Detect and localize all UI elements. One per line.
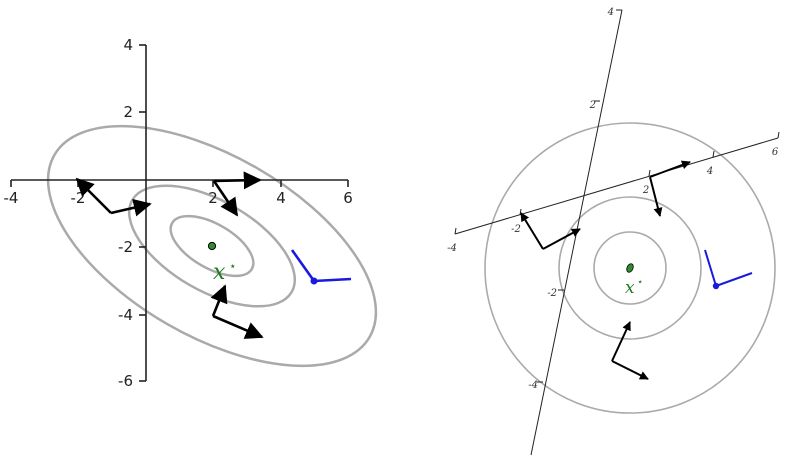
left-y-tick-labels: 4 2 -2 -4 -6 — [118, 36, 133, 390]
left-y-tick-label: 4 — [123, 36, 133, 54]
left-blue-vector — [290, 249, 316, 282]
right-u-tick-label: 6 — [772, 147, 779, 158]
left-arrow — [210, 284, 228, 317]
left-y-tick-label: -6 — [118, 372, 133, 390]
left-arrow — [213, 171, 262, 190]
left-highlight-vectors — [290, 249, 352, 285]
left-x-tick-label: 2 — [208, 189, 218, 207]
right-u-axis — [454, 137, 779, 235]
right-arrow — [649, 176, 663, 217]
right-vector-pair-b — [649, 160, 691, 217]
right-u-tick — [519, 208, 522, 216]
left-arrow — [110, 198, 152, 217]
right-blue-point — [712, 282, 720, 290]
right-highlight-vectors — [704, 249, 753, 290]
right-vector-pair-c — [611, 321, 649, 380]
left-y-tick-label: -4 — [118, 306, 133, 324]
left-optimum-point — [207, 241, 217, 251]
left-x-tick-label: -2 — [71, 189, 86, 207]
left-contour-outer — [46, 124, 378, 368]
left-arrow — [212, 180, 239, 217]
right-contours — [484, 122, 776, 414]
right-u-tick — [777, 131, 780, 139]
right-u-tick-label: -2 — [511, 224, 521, 235]
right-contour-middle — [558, 196, 702, 340]
right-u-tick — [648, 169, 651, 177]
right-vector-pairs — [520, 160, 691, 380]
left-blue-vector — [313, 277, 352, 283]
right-arrow — [611, 360, 649, 380]
right-v-tick-label: -2 — [547, 288, 557, 299]
right-optimum-superscript: ⋆ — [637, 277, 643, 288]
left-arrow — [75, 177, 112, 214]
right-u-tick-label: -4 — [447, 243, 457, 254]
right-u-tick-label: 4 — [706, 166, 713, 177]
right-contour-inner — [593, 231, 667, 305]
right-axes — [454, 9, 780, 456]
left-y-tick-label: -2 — [118, 238, 133, 256]
left-x-tick-label: 4 — [276, 189, 286, 207]
left-vector-pairs — [75, 171, 264, 339]
right-contour-outer — [484, 122, 776, 414]
right-v-tick-label: -4 — [528, 380, 538, 391]
right-v-tick-label: 2 — [589, 100, 596, 111]
right-arrow — [611, 321, 631, 362]
right-panel: -4 -2 2 4 6 4 2 -2 -4 — [447, 7, 780, 456]
left-optimum-superscript: ⋆ — [229, 259, 237, 273]
right-arrow — [542, 228, 581, 250]
right-u-tick — [454, 227, 457, 235]
right-optimum-point — [626, 263, 634, 273]
right-u-tick-labels: -4 -2 2 4 6 — [447, 147, 779, 254]
left-blue-point — [310, 277, 318, 285]
left-x-tick-labels: -4 -2 2 4 6 — [4, 189, 353, 207]
right-optimum-label: x — [625, 278, 635, 298]
right-v-tick-labels: 4 2 -2 -4 — [528, 7, 614, 391]
right-v-axis — [530, 9, 623, 456]
left-x-tick-label: -4 — [4, 189, 19, 207]
right-blue-vector — [704, 249, 717, 287]
right-arrow — [520, 212, 544, 250]
left-vector-pair-b — [212, 171, 262, 217]
left-panel: -4 -2 2 4 6 4 2 -2 -4 -6 — [4, 36, 378, 390]
right-u-tick — [712, 150, 715, 158]
left-x-tick-label: 6 — [343, 189, 353, 207]
right-blue-vector — [715, 272, 753, 287]
left-y-tick-label: 2 — [123, 103, 133, 121]
left-optimum-label: x — [213, 260, 226, 285]
right-u-tick-label: 2 — [642, 185, 649, 196]
right-arrow — [649, 160, 691, 178]
right-v-tick-label: 4 — [607, 7, 614, 18]
left-vector-pair-c — [210, 284, 264, 339]
right-vector-pair-a — [520, 212, 581, 250]
left-vector-pair-a — [75, 177, 152, 217]
left-arrow — [212, 314, 264, 339]
left-contour-inner — [169, 214, 255, 278]
